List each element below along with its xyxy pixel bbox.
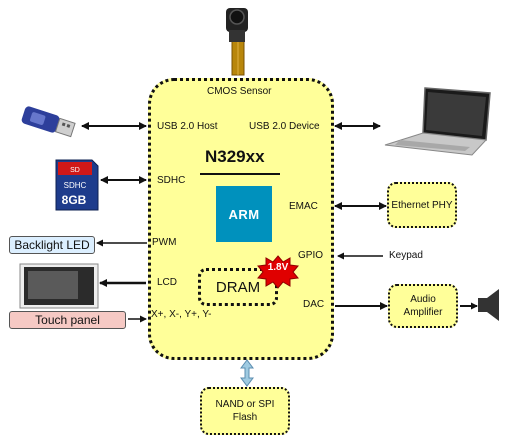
cmos-sensor-label: CMOS Sensor [207, 86, 272, 97]
emac-label: EMAC [289, 201, 318, 212]
lcd-screen-icon [19, 263, 99, 309]
dram-block: DRAM [198, 268, 278, 306]
chip-name-underline [200, 173, 280, 175]
pwm-label: PWM [152, 237, 177, 248]
chip-name: N329xx [205, 147, 265, 166]
svg-text:SD: SD [70, 167, 80, 174]
svg-text:SDHC: SDHC [64, 181, 87, 190]
usb-stick-icon [21, 106, 76, 138]
arm-logo: ARM [216, 186, 272, 242]
camera-icon [226, 8, 248, 76]
sdhc-label: SDHC [157, 175, 186, 186]
usb-device-label: USB 2.0 Device [249, 121, 320, 132]
usb-host-label: USB 2.0 Host [157, 121, 218, 132]
touch-panel-box: Touch panel [9, 311, 126, 329]
svg-text:8GB: 8GB [62, 193, 87, 207]
speaker-icon [478, 289, 499, 321]
sd-card-icon: SD SDHC 8GB [55, 159, 99, 211]
laptop-icon [384, 87, 491, 156]
voltage-badge: 1.8V [267, 262, 289, 273]
nand-flash-box: NAND or SPI Flash [200, 387, 290, 435]
gpio-label: GPIO [298, 250, 324, 261]
lcd-label: LCD [157, 277, 178, 288]
backlight-led-box: Backlight LED [9, 236, 95, 254]
ethernet-phy-box: Ethernet PHY [387, 182, 457, 228]
dac-label: DAC [303, 299, 325, 310]
audio-amplifier-box: Audio Amplifier [388, 284, 458, 328]
keypad-label: Keypad [389, 250, 423, 261]
flash-bus-arrow [240, 359, 254, 387]
touch-signals-label: X+, X-, Y+, Y- [151, 309, 212, 320]
voltage-burst-icon [257, 255, 299, 289]
